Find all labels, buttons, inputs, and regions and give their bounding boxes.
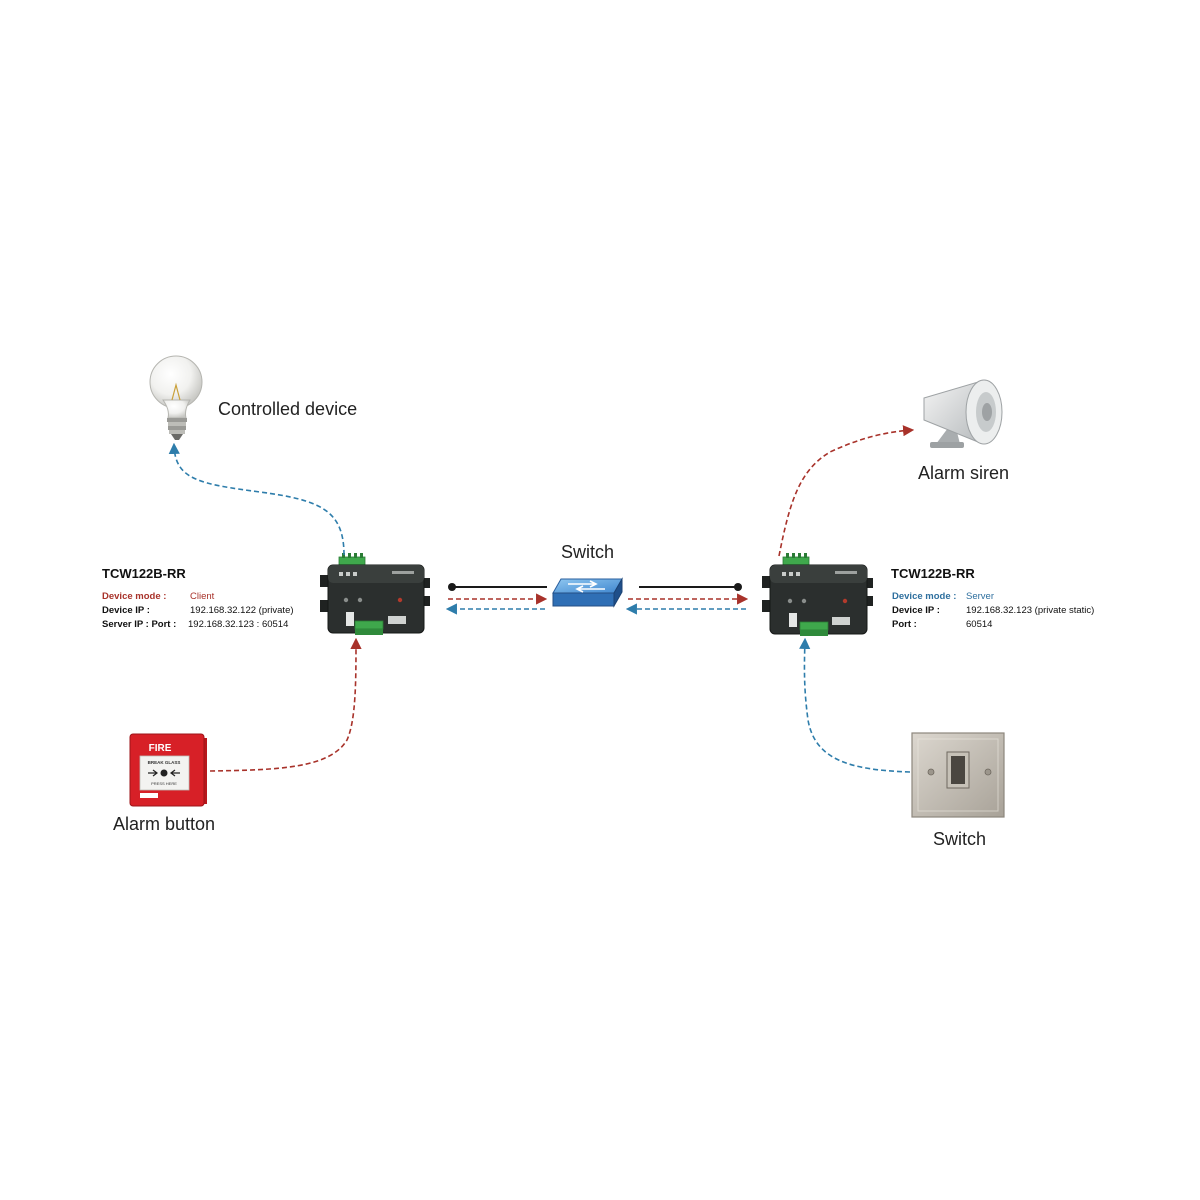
server-to-siren-arrow <box>778 425 915 557</box>
server-device-icon <box>762 553 873 636</box>
server-info: Device mode : Server Device IP : 192.168… <box>892 590 1132 632</box>
client-server-key: Server IP : Port : <box>102 619 177 630</box>
client-device-title: TCW122B-RR <box>102 566 186 581</box>
press-here-text: PRESS HERE <box>151 781 177 786</box>
client-info: Device mode : Client Device IP : 192.168… <box>102 590 332 632</box>
server-port-value: 60514 <box>966 619 993 630</box>
light-bulb-icon <box>149 355 203 440</box>
client-ip-key: Device IP : <box>102 605 150 616</box>
client-mode-key: Device mode : <box>102 591 167 602</box>
fire-alarm-button-icon: FIRE BREAK GLASS PRESS HERE <box>129 733 207 807</box>
client-device-icon <box>320 553 430 635</box>
client-to-bulb-arrow <box>168 442 345 556</box>
wall-switch-to-server-arrow <box>799 637 911 773</box>
fire-text: FIRE <box>149 743 172 754</box>
server-ip-value: 192.168.32.123 (private static) <box>966 605 1095 616</box>
alarm-button-to-client-arrow <box>209 637 362 772</box>
siren-icon <box>923 379 1003 448</box>
server-device-title: TCW122B-RR <box>891 566 975 581</box>
server-ip-key: Device IP : <box>892 605 940 616</box>
wall-switch-icon <box>911 732 1005 818</box>
client-server-value: 192.168.32.123 : 60514 <box>188 619 289 630</box>
server-port-key: Port : <box>892 619 917 630</box>
alarm-siren-label: Alarm siren <box>918 463 1010 483</box>
controlled-device-label: Controlled device <box>218 399 358 419</box>
client-ip-value: 192.168.32.122 (private) <box>190 605 294 616</box>
alarm-button-label: Alarm button <box>113 814 216 834</box>
network-cables <box>448 583 742 591</box>
break-glass-text: BREAK GLASS <box>148 760 181 765</box>
client-mode-value: Client <box>190 591 215 602</box>
network-switch-icon <box>552 577 623 608</box>
server-mode-key: Device mode : <box>892 591 957 602</box>
wall-switch-label: Switch <box>933 829 987 849</box>
network-switch-label: Switch <box>561 542 615 562</box>
server-mode-value: Server <box>966 591 994 602</box>
